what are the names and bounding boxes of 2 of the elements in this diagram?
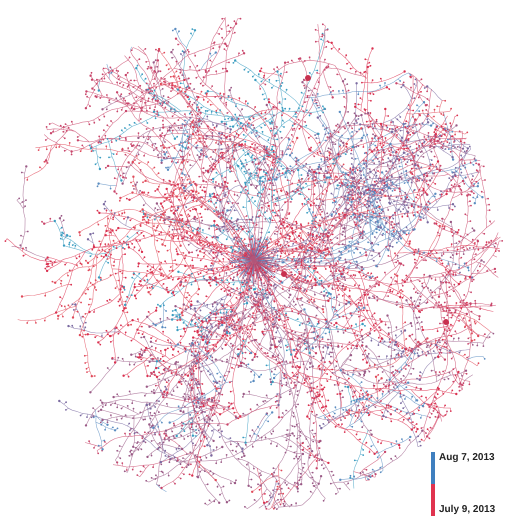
legend-label: Aug 7, 2013	[439, 452, 495, 463]
legend-label: July 9, 2013	[439, 504, 496, 515]
